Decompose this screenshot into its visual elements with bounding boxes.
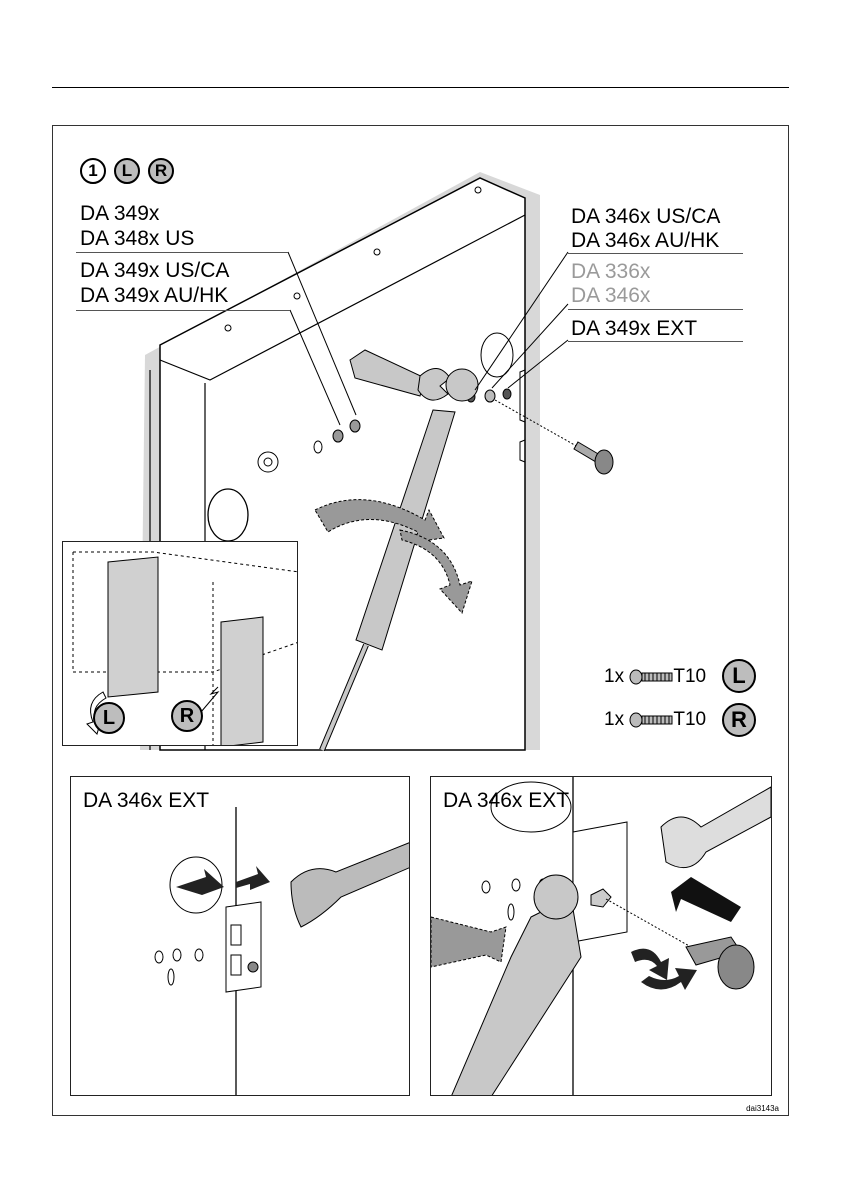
- left-hinge-badge: L: [114, 158, 140, 184]
- screw-row-right: 1x T10: [604, 709, 706, 731]
- drawing-code: dai3143a: [746, 1104, 779, 1114]
- screw-icon: [629, 669, 673, 685]
- panel-right-title: DA 346x EXT: [443, 789, 569, 813]
- inset-badge-r: R: [171, 700, 203, 732]
- screw-side-l-badge: L: [722, 659, 756, 693]
- inset-badge-l: L: [93, 702, 125, 734]
- label-underline: [76, 310, 290, 311]
- label-da349x: DA 349x: [80, 202, 159, 226]
- label-da346x-auhk: DA 346x AU/HK: [571, 229, 719, 253]
- label-underline: [76, 252, 288, 253]
- hinge-side-inset: L R: [62, 541, 298, 746]
- bracket-pliers-illustration: [71, 777, 410, 1096]
- label-da348x-us: DA 348x US: [80, 227, 194, 251]
- label-da349x-ext: DA 349x EXT: [571, 317, 697, 341]
- label-underline: [568, 341, 743, 342]
- screw-row-left: 1x T10: [604, 666, 706, 688]
- screw-side-r-badge: R: [722, 703, 756, 737]
- label-underline: [568, 253, 743, 254]
- strut-screw-illustration: [431, 777, 772, 1096]
- label-da346x: DA 346x: [571, 284, 650, 308]
- right-hinge-badge: R: [148, 158, 174, 184]
- screw-qty: 1x: [604, 709, 624, 730]
- panel-ext-bracket: DA 346x EXT: [70, 776, 410, 1096]
- screw-icon: [629, 712, 673, 728]
- step-number-badge: 1: [80, 158, 106, 184]
- label-underline: [568, 309, 743, 310]
- screw-qty: 1x: [604, 666, 624, 687]
- label-da346x-usca: DA 346x US/CA: [571, 205, 720, 229]
- label-da336x: DA 336x: [571, 260, 650, 284]
- panel-left-title: DA 346x EXT: [83, 789, 209, 813]
- screw-type: T10: [673, 666, 706, 687]
- panel-ext-screw: DA 346x EXT: [430, 776, 772, 1096]
- screw-type: T10: [673, 709, 706, 730]
- label-da349x-usca: DA 349x US/CA: [80, 259, 229, 283]
- label-da349x-auhk: DA 349x AU/HK: [80, 284, 228, 308]
